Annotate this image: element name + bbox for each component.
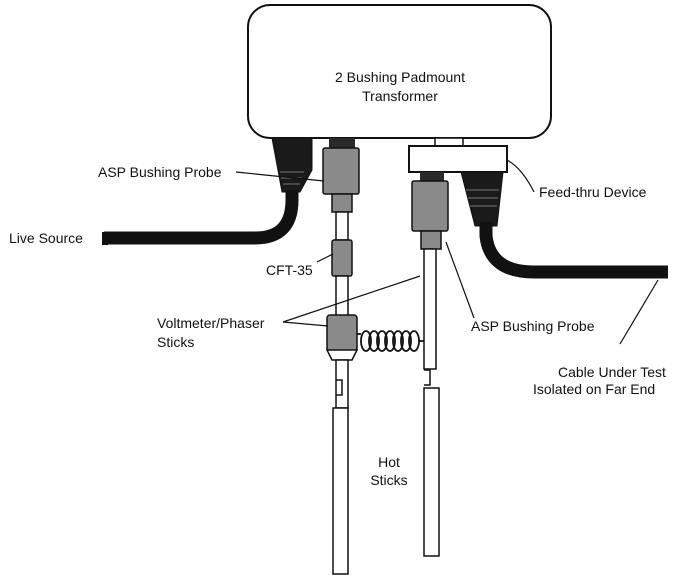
left-stick-upper [335, 211, 349, 241]
cft-35-label: CFT-35 [266, 262, 313, 278]
cable-label-line1: Cable Under Test [558, 364, 666, 380]
left-hot-stick [332, 407, 349, 575]
center-bushing [329, 138, 355, 150]
feed-thru-label: Feed-thru Device [539, 184, 647, 200]
cable-under-test [479, 222, 668, 279]
leader-lines [235, 159, 659, 345]
live-source-cable [104, 190, 299, 245]
live-cable-end [102, 232, 108, 245]
voltmeter-head [326, 314, 358, 352]
transformer-label-line2: Transformer [362, 88, 438, 104]
voltmeter-label-line2: Sticks [157, 334, 194, 350]
left-stick-mid [335, 275, 349, 317]
voltmeter-coil [357, 330, 424, 352]
cft-35-device [331, 239, 353, 277]
hot-sticks-label-line2: Sticks [370, 472, 407, 488]
left-asp-probe-neck [331, 193, 353, 213]
right-asp-probe-neck [420, 230, 442, 250]
transformer-box [247, 4, 552, 139]
right-elbow-connector [460, 171, 504, 227]
asp-probe-right-label: ASP Bushing Probe [471, 318, 595, 334]
hot-sticks-label-line1: Hot [378, 454, 400, 470]
right-asp-probe [411, 180, 449, 232]
right-stick-joint [424, 369, 431, 386]
voltmeter-label-line1: Voltmeter/Phaser [157, 315, 265, 331]
live-source-label: Live Source [9, 230, 83, 246]
feed-thru-device [408, 145, 508, 173]
right-probe-connector [420, 172, 444, 182]
right-elbow-ribs [466, 189, 499, 207]
cable-label-line2: Isolated on Far End [533, 381, 655, 397]
right-hot-stick [423, 387, 440, 557]
right-stick-upper [423, 248, 437, 370]
asp-probe-left-label: ASP Bushing Probe [98, 164, 222, 180]
voltmeter-base [325, 349, 359, 361]
left-asp-probe [322, 147, 360, 195]
left-stick-joint [336, 379, 343, 396]
transformer-label-line1: 2 Bushing Padmount [335, 69, 465, 85]
